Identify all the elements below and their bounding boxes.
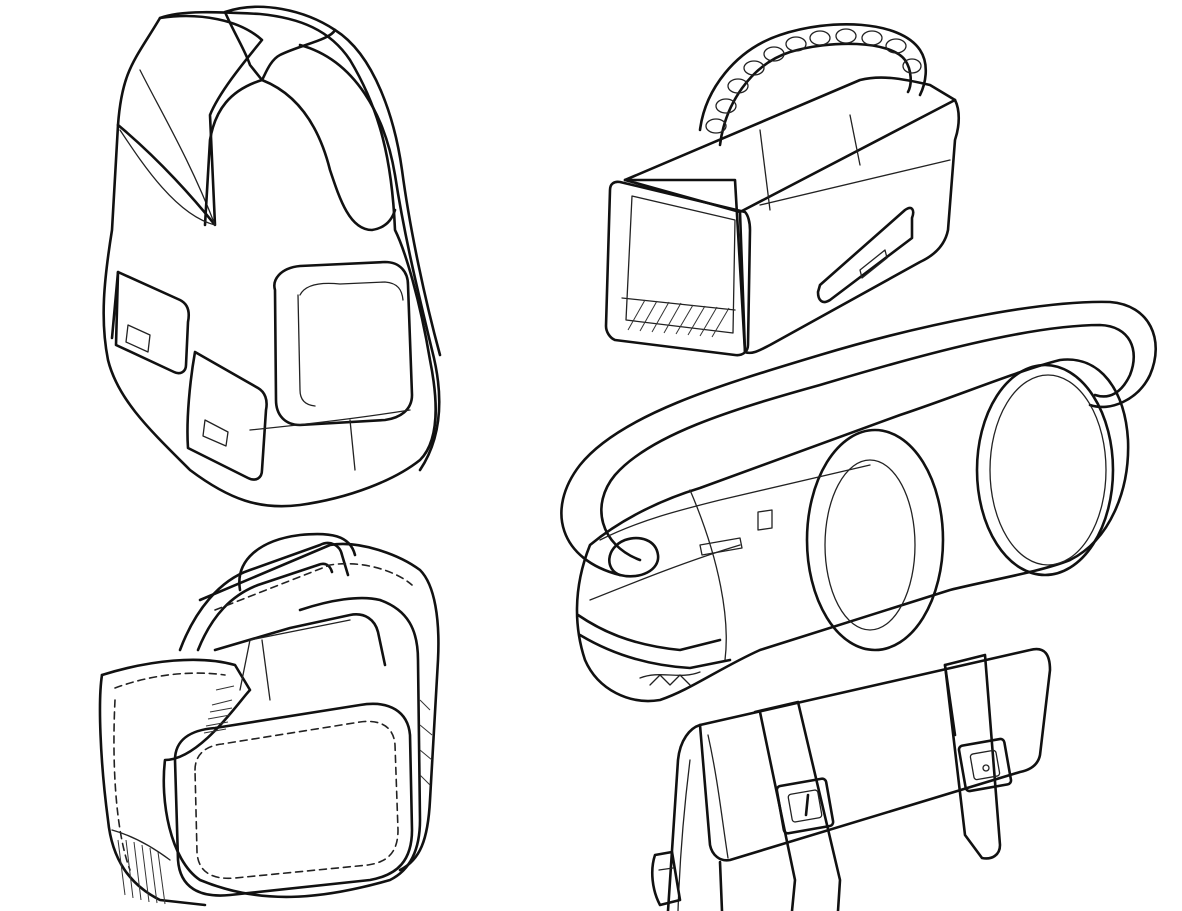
duffel-bag-illustration bbox=[560, 300, 1157, 703]
satchel-illustration bbox=[650, 647, 1052, 911]
box-bag-illustration bbox=[604, 23, 961, 357]
tote-bag-illustration bbox=[98, 532, 440, 907]
backpack-illustration bbox=[102, 5, 442, 508]
